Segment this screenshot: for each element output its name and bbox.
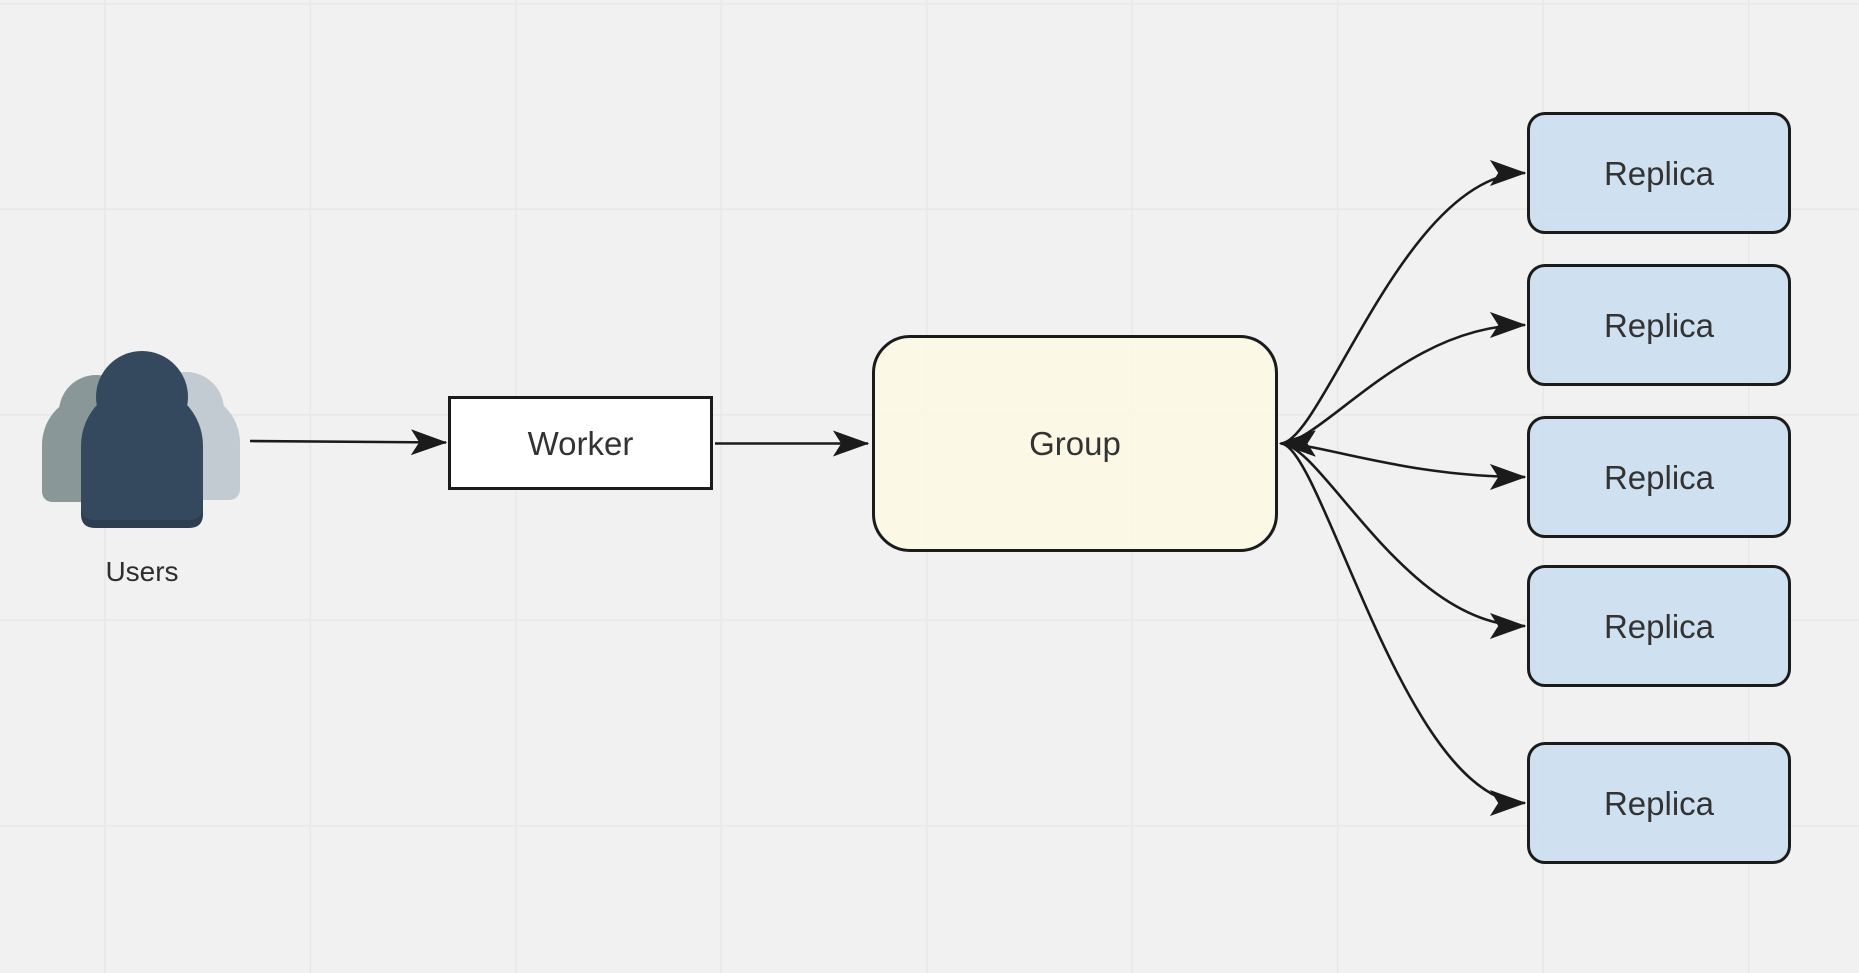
- node-replica-3[interactable]: Replica: [1527, 416, 1791, 538]
- replica-label: Replica: [1603, 784, 1715, 822]
- worker-label: Worker: [527, 424, 634, 462]
- edge-group-replica-5[interactable]: [1279, 430, 1527, 816]
- node-replica-2[interactable]: Replica: [1527, 264, 1791, 386]
- group-label: Group: [1029, 425, 1121, 462]
- node-replica-1[interactable]: Replica: [1527, 112, 1791, 234]
- edge-group-replica-2[interactable]: [1279, 312, 1527, 457]
- replica-label: Replica: [1603, 458, 1715, 496]
- users-icon: [42, 351, 240, 528]
- node-replica-5[interactable]: Replica: [1527, 742, 1791, 864]
- replica-label: Replica: [1603, 306, 1715, 344]
- edge-users-worker[interactable]: [249, 429, 448, 456]
- edge-group-replica-1[interactable]: [1279, 160, 1527, 457]
- node-users[interactable]: [40, 350, 244, 528]
- node-worker[interactable]: Worker: [448, 396, 713, 490]
- edge-group-replica-4[interactable]: [1279, 430, 1527, 639]
- node-replica-4[interactable]: Replica: [1527, 565, 1791, 687]
- users-label: Users: [105, 556, 179, 587]
- replica-label: Replica: [1603, 607, 1715, 645]
- replica-label: Replica: [1603, 154, 1715, 192]
- front-person: [81, 351, 203, 520]
- node-group[interactable]: Group: [872, 335, 1278, 552]
- edge-group-replica-3[interactable]: [1279, 430, 1527, 490]
